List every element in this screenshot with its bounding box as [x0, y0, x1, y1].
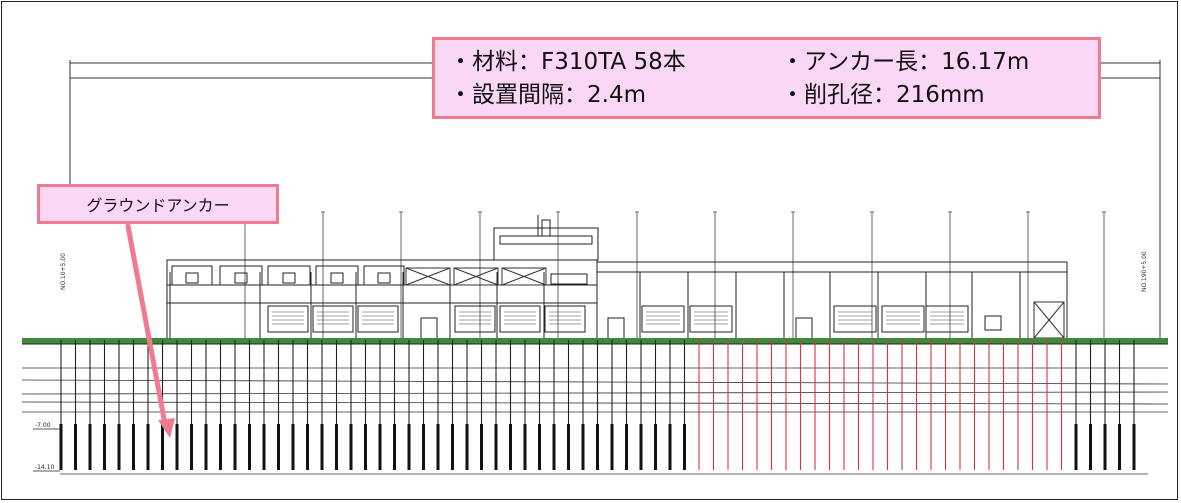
material-spec: ・材料：F310TA 58本	[449, 49, 686, 75]
shutter-bay	[833, 305, 877, 333]
shutter-bay	[544, 305, 586, 333]
shutter-bay	[312, 305, 354, 333]
window-bay	[267, 265, 311, 286]
shutter-bay	[454, 305, 496, 333]
soil-layers	[21, 367, 1169, 475]
shutter-bay	[499, 305, 541, 333]
station-ticks	[243, 211, 1106, 342]
window	[234, 272, 248, 284]
window	[185, 272, 199, 284]
ground-anchor-callout: グラウンドアンカー	[37, 184, 279, 224]
callout-arrow	[125, 223, 175, 438]
anchor-length-spec: ・アンカー長：16.17m	[781, 49, 1030, 75]
dimension-bracket	[69, 60, 1161, 340]
elevation-upper: -7.00	[35, 422, 51, 429]
ground-line	[22, 338, 1168, 345]
window-bay	[219, 265, 263, 286]
shutter-bay	[925, 305, 969, 333]
window-bay	[315, 265, 359, 286]
shutter-bay	[641, 305, 685, 333]
shutter-bay	[267, 305, 309, 333]
window-bay	[171, 265, 213, 286]
ground-anchors	[59, 340, 1136, 470]
shutter-bay	[689, 305, 733, 333]
window	[377, 272, 391, 284]
window	[550, 273, 588, 285]
window	[282, 272, 296, 284]
window	[330, 272, 344, 284]
anchor-spec-box: ・材料：F310TA 58本 ・アンカー長：16.17m ・設置間隔：2.4m …	[432, 37, 1101, 119]
window-bay	[363, 265, 405, 286]
building	[166, 215, 1068, 343]
shutter-bay	[357, 305, 399, 333]
shutter-bay	[881, 305, 925, 333]
station-label-right: NO.190+5.00	[1141, 251, 1148, 292]
spacing-spec: ・設置間隔：2.4m	[449, 82, 646, 108]
elevation-lower: -14.10	[35, 464, 55, 471]
station-label-left: NO.10+5.00	[60, 253, 67, 290]
drill-diameter-spec: ・削孔径：216mm	[781, 82, 985, 108]
